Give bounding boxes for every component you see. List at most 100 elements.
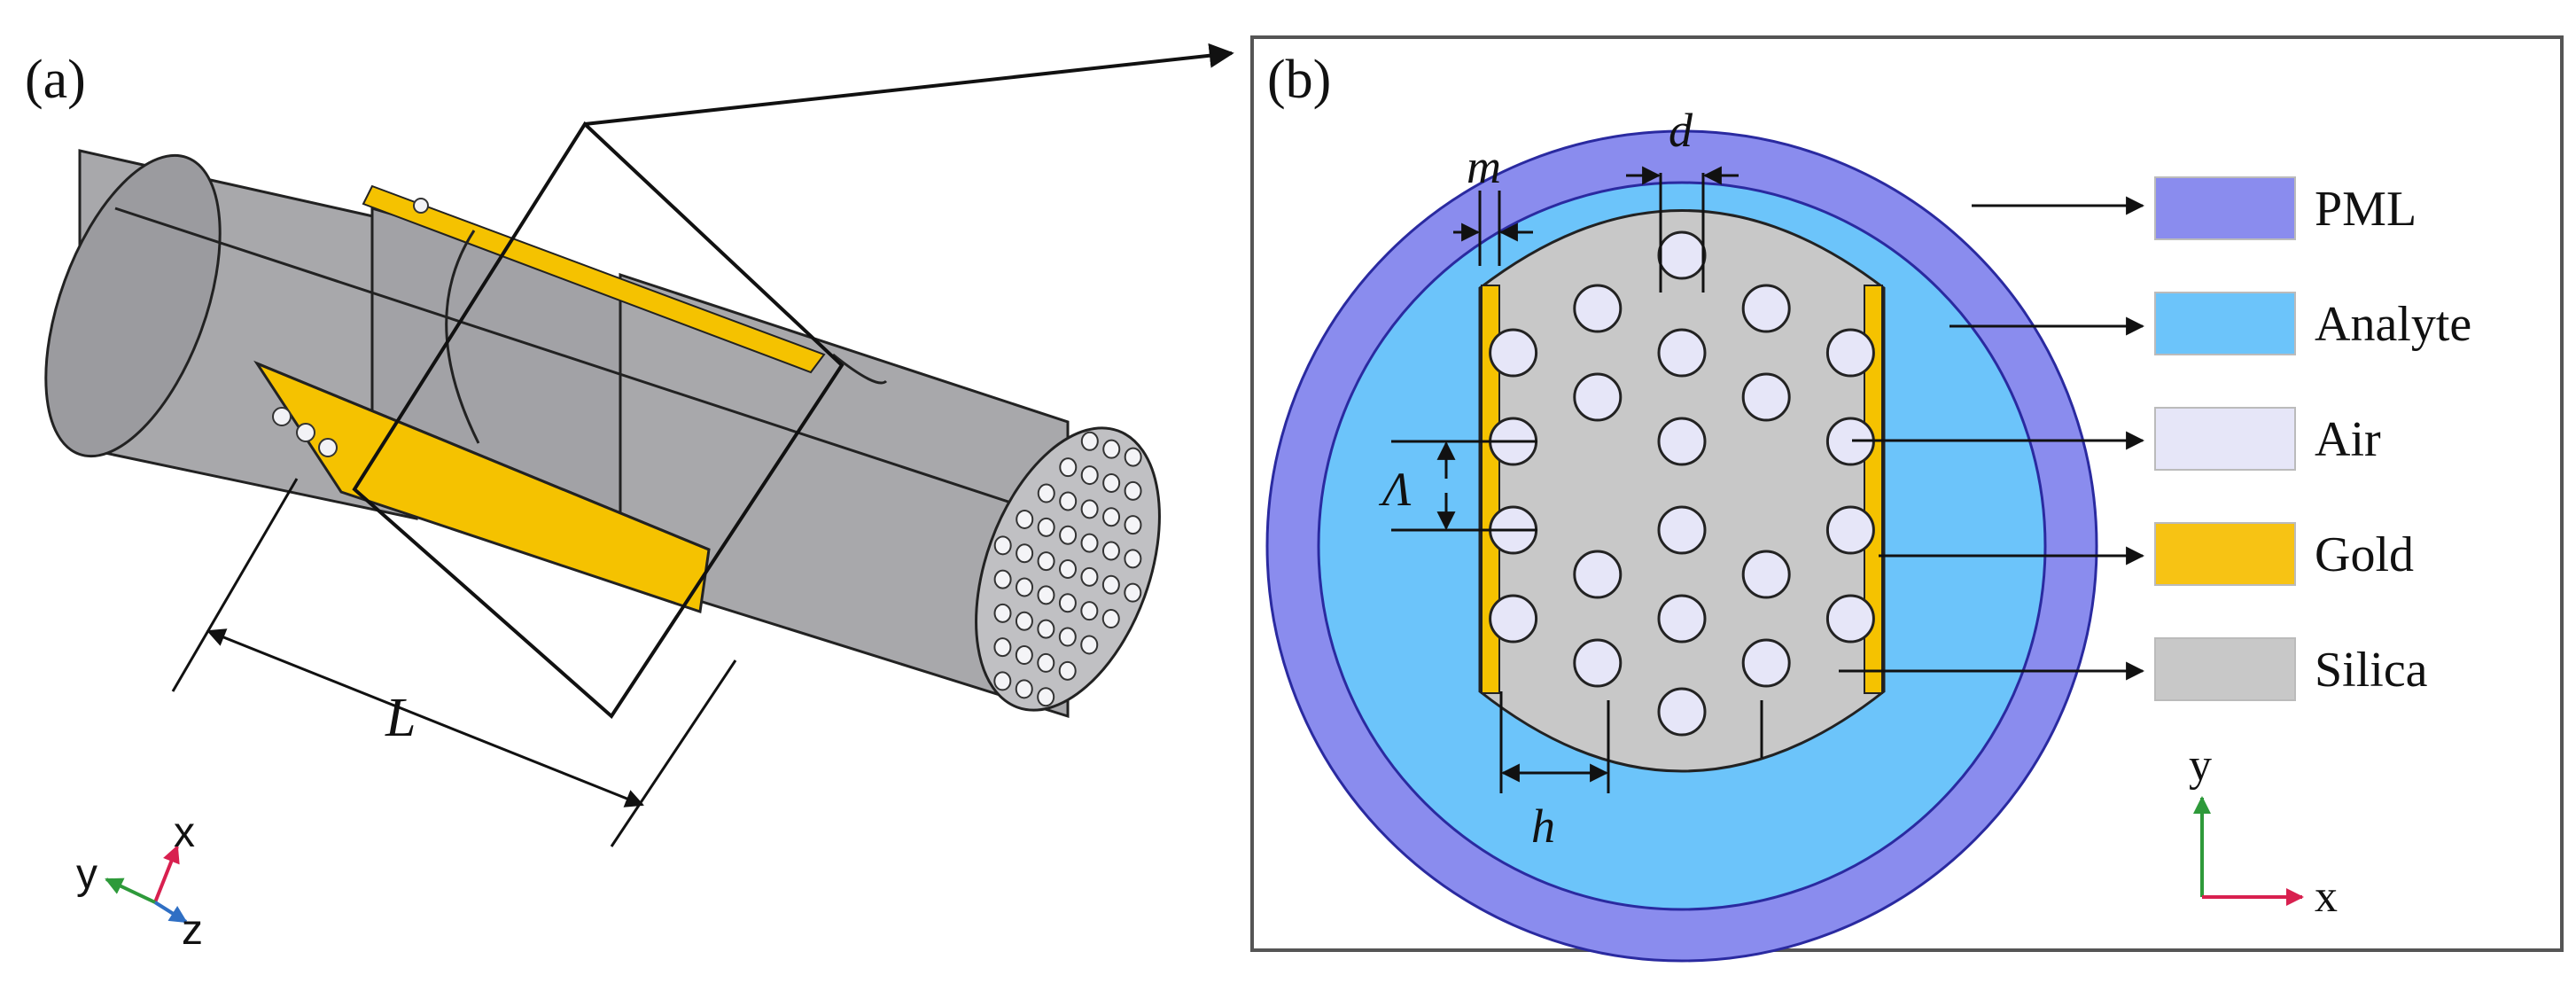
panel-a-label: (a) <box>25 50 86 110</box>
air-hole <box>1657 417 1707 466</box>
left-cut-holes <box>272 198 429 457</box>
end-face-hole <box>1101 574 1120 595</box>
panel-b: (b) m d <box>1250 35 2564 963</box>
dim-m-label: m <box>1467 140 1501 193</box>
end-face-hole <box>993 637 1012 658</box>
end-face-hole <box>1058 627 1077 647</box>
axis-a-y-label: y <box>76 851 97 898</box>
fiber-left-end <box>44 153 222 458</box>
end-face-hole <box>1101 541 1120 561</box>
fiber-right-section <box>619 272 1070 719</box>
air-hole <box>1573 372 1623 422</box>
end-face-hole <box>1102 472 1121 493</box>
axis-b-y-label: y <box>2189 740 2212 791</box>
air-hole <box>1489 594 1538 644</box>
air-hole <box>1573 284 1623 333</box>
dimension-pitch: Λ <box>1378 440 1537 532</box>
end-face-hole <box>1102 507 1121 527</box>
zoom-leader-line <box>584 43 1234 126</box>
dim-h-label: h <box>1531 800 1555 853</box>
end-face-hole <box>1059 525 1078 545</box>
air-hole <box>1741 372 1791 422</box>
panel-a: (a) <box>25 43 1234 954</box>
legend-swatch-pml <box>2154 176 2296 240</box>
end-face-hole <box>1037 652 1055 673</box>
air-hole <box>1825 328 1875 378</box>
end-face-hole <box>1080 499 1099 519</box>
fiber-top-seam <box>114 207 1020 507</box>
end-face-hole <box>993 569 1012 589</box>
legend-label-analyte: Analyte <box>2315 297 2471 352</box>
end-face-hole <box>1080 635 1099 655</box>
end-face-holes <box>993 431 1142 707</box>
length-dimension: L <box>171 478 737 847</box>
gold-film-left <box>1481 285 1500 694</box>
air-hole <box>1657 328 1707 378</box>
end-face-hole <box>1080 533 1099 553</box>
end-face-hole <box>1058 593 1077 613</box>
dim-pitch-label: Λ <box>1378 463 1412 516</box>
end-face-hole <box>1124 447 1142 467</box>
end-face-hole <box>1016 543 1034 564</box>
end-face-hole <box>1080 601 1099 621</box>
panel-b-label: (b) <box>1267 50 1331 110</box>
end-face-hole <box>1037 585 1055 605</box>
end-face-hole <box>1037 483 1055 503</box>
axis-triad-a: x y z <box>76 809 203 954</box>
end-face-hole <box>1037 619 1055 639</box>
gold-film-top <box>362 184 826 374</box>
legend-label-pml: PML <box>2315 182 2416 237</box>
end-face-hole <box>1059 457 1078 478</box>
dimension-h: h <box>1499 691 1610 853</box>
air-hole <box>1489 328 1538 378</box>
end-face-hole <box>1016 509 1034 529</box>
end-face-hole <box>1059 491 1078 511</box>
legend-label-air: Air <box>2315 412 2381 467</box>
end-face-hole <box>1080 431 1099 451</box>
legend-swatch-silica <box>2154 637 2296 701</box>
end-face-hole <box>1059 559 1077 579</box>
end-face-hole <box>1037 687 1055 707</box>
air-hole <box>1825 594 1875 644</box>
axis-a-x-label: x <box>174 809 195 856</box>
legend-swatch-analyte <box>2154 292 2296 355</box>
air-hole <box>1657 687 1707 737</box>
end-face-hole <box>1015 645 1033 666</box>
axis-b-x-label: x <box>2315 871 2338 922</box>
silica-core <box>1478 209 1886 773</box>
end-face-hole <box>1124 582 1142 603</box>
legend-swatch-gold <box>2154 522 2296 586</box>
end-face-hole <box>1015 679 1033 699</box>
end-face-hole <box>1016 577 1034 597</box>
legend-label-gold: Gold <box>2315 527 2414 582</box>
gold-film-bottom-edge <box>256 362 710 551</box>
end-face-hole <box>1015 611 1033 631</box>
air-hole <box>1573 638 1623 688</box>
end-face-hole <box>1124 549 1142 569</box>
air-hole <box>1741 638 1791 688</box>
length-label: L <box>385 688 416 748</box>
end-face-hole <box>1102 439 1121 459</box>
end-face-hole <box>993 671 1012 691</box>
legend-label-silica: Silica <box>2315 643 2428 698</box>
end-face-hole <box>993 535 1012 556</box>
air-hole <box>1657 230 1707 280</box>
end-face-hole <box>1080 465 1099 486</box>
gold-film-right <box>1864 285 1883 694</box>
end-face-hole <box>1080 566 1099 587</box>
dim-d-label: d <box>1669 104 1693 157</box>
axis-a-z-label: z <box>182 907 203 954</box>
air-hole <box>1657 505 1707 555</box>
end-face-hole <box>1101 609 1120 629</box>
axis-triad-b: y x <box>2189 740 2338 922</box>
air-hole <box>1741 550 1791 599</box>
end-face-hole <box>993 603 1012 623</box>
legend-pointers <box>1839 196 2145 681</box>
air-hole <box>1657 594 1707 644</box>
dimension-d: d <box>1626 104 1739 293</box>
air-hole <box>1741 284 1791 333</box>
cut-arc-left <box>445 230 480 444</box>
end-face-hole <box>1037 517 1055 537</box>
